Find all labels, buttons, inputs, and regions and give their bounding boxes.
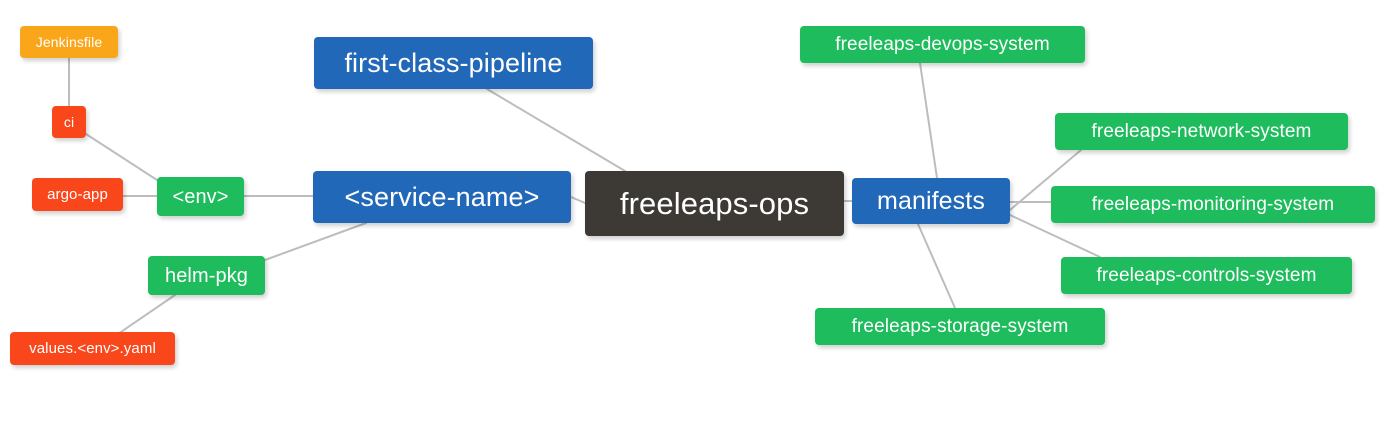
node-first-class-pipeline[interactable]: first-class-pipeline bbox=[314, 37, 593, 89]
node-argo-app[interactable]: argo-app bbox=[32, 178, 123, 211]
edge-manifests-to-network-system bbox=[1009, 149, 1082, 211]
node-label-env: <env> bbox=[172, 185, 229, 208]
node-label-values-yaml: values.<env>.yaml bbox=[29, 340, 156, 357]
node-jenkinsfile[interactable]: Jenkinsfile bbox=[20, 26, 118, 58]
edge-manifests-to-controls-system bbox=[1009, 214, 1101, 258]
node-storage-system[interactable]: freeleaps-storage-system bbox=[815, 308, 1105, 345]
node-service-name[interactable]: <service-name> bbox=[313, 171, 571, 223]
node-manifests[interactable]: manifests bbox=[852, 178, 1010, 224]
edge-manifests-to-storage-system bbox=[917, 223, 956, 309]
node-label-manifests: manifests bbox=[877, 186, 985, 215]
node-label-devops-system: freeleaps-devops-system bbox=[835, 34, 1050, 55]
node-label-ci: ci bbox=[63, 114, 75, 130]
edge-helm-pkg-to-values-yaml bbox=[117, 294, 176, 335]
node-label-service-name: <service-name> bbox=[344, 181, 540, 212]
edge-ci-to-env bbox=[85, 133, 158, 181]
node-label-jenkinsfile: Jenkinsfile bbox=[35, 34, 103, 50]
edge-service-name-to-helm-pkg bbox=[264, 222, 367, 261]
node-label-controls-system: freeleaps-controls-system bbox=[1096, 265, 1317, 286]
node-values-yaml[interactable]: values.<env>.yaml bbox=[10, 332, 175, 365]
node-label-helm-pkg: helm-pkg bbox=[164, 264, 249, 287]
node-label-monitoring-system: freeleaps-monitoring-system bbox=[1091, 194, 1335, 215]
node-network-system[interactable]: freeleaps-network-system bbox=[1055, 113, 1348, 150]
node-helm-pkg[interactable]: helm-pkg bbox=[148, 256, 265, 295]
node-label-argo-app: argo-app bbox=[47, 186, 108, 203]
node-label-freeleaps-ops: freeleaps-ops bbox=[619, 186, 810, 221]
edge-manifests-to-devops-system bbox=[919, 62, 938, 179]
node-monitoring-system[interactable]: freeleaps-monitoring-system bbox=[1051, 186, 1375, 223]
node-env[interactable]: <env> bbox=[157, 177, 244, 216]
node-controls-system[interactable]: freeleaps-controls-system bbox=[1061, 257, 1352, 294]
node-label-first-class-pipeline: first-class-pipeline bbox=[344, 47, 563, 78]
node-ci[interactable]: ci bbox=[52, 106, 86, 138]
edge-service-name-to-freeleaps-ops bbox=[570, 196, 586, 204]
node-label-network-system: freeleaps-network-system bbox=[1091, 121, 1312, 142]
node-freeleaps-ops[interactable]: freeleaps-ops bbox=[585, 171, 844, 236]
node-devops-system[interactable]: freeleaps-devops-system bbox=[800, 26, 1085, 63]
node-label-storage-system: freeleaps-storage-system bbox=[851, 316, 1069, 337]
edge-first-class-pipeline-to-freeleaps-ops bbox=[486, 88, 626, 172]
